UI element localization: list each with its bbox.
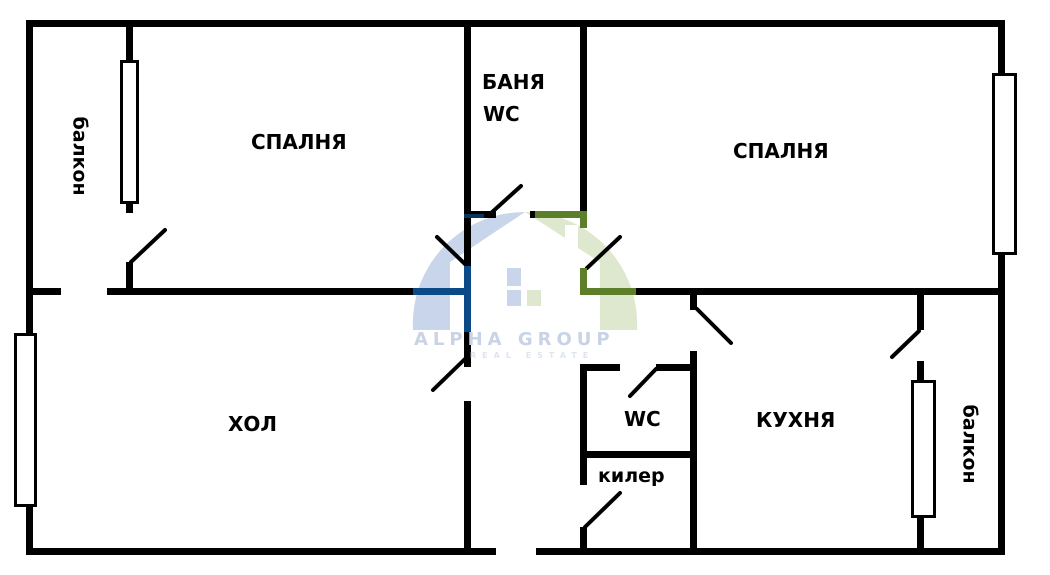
door-bedroom-left [129, 228, 167, 264]
windows [14, 60, 1017, 518]
room-label-kitchen: КУХНЯ [756, 408, 836, 432]
room-label-living-room: ХОЛ [228, 412, 278, 436]
room-label-balcony-left: балкон [68, 116, 91, 196]
door-living-room [431, 356, 468, 392]
door-kitchen [695, 307, 733, 345]
window-living-room [14, 333, 37, 507]
window-kitchen [911, 380, 936, 518]
room-label-storage: килер [598, 465, 665, 487]
door-storage [583, 491, 622, 529]
door-wc [628, 367, 658, 398]
logo-wall-overlay [413, 211, 636, 332]
door-bedroom-left-hall [435, 235, 468, 267]
room-label-bedroom-right: СПАЛНЯ [733, 139, 829, 163]
room-label-bedroom-left: СПАЛНЯ [251, 130, 347, 154]
window-bedroom-left [120, 60, 139, 204]
watermark-brand: ALPHA GROUP [414, 329, 615, 350]
room-label-balcony-right: балкон [958, 404, 981, 484]
room-label-bathroom: БАНЯ [482, 70, 545, 94]
logo-window-2 [507, 290, 521, 306]
door-bathroom [488, 184, 523, 216]
doors [129, 184, 921, 529]
door-bedroom-right [585, 235, 622, 270]
house-icon [450, 212, 600, 330]
logo-window-3 [527, 290, 541, 306]
alpha-group-logo [412, 211, 638, 330]
room-label-bathroom-wc: WC [483, 102, 520, 126]
room-label-wc: WC [624, 407, 661, 431]
door-balcony-right [890, 329, 921, 359]
window-bedroom-right [992, 73, 1017, 255]
walls [26, 20, 1005, 555]
watermark-subtitle: REAL ESTATE [470, 351, 595, 360]
logo-window-1 [507, 268, 521, 286]
